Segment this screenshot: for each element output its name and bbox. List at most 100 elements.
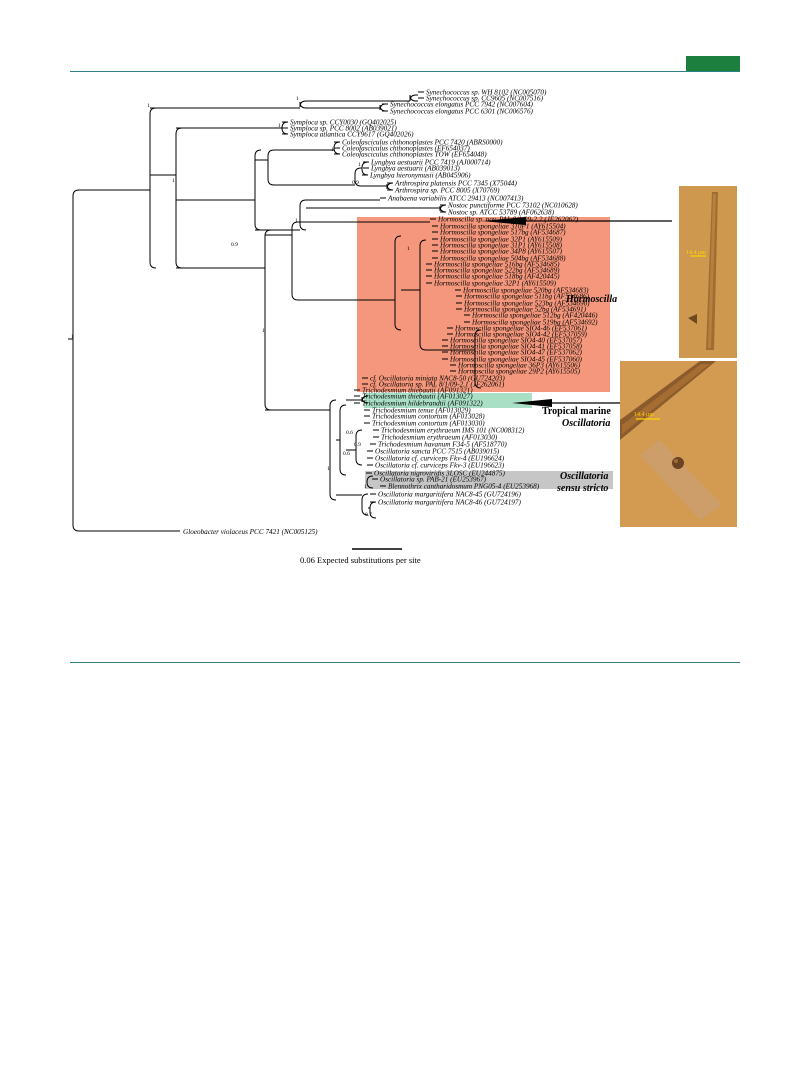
clade-connector xyxy=(361,161,369,176)
taxon-label: Trichodesmium thiebautii (AF013027) xyxy=(362,393,473,401)
oscillatoria-scale-label: 14.4 μm xyxy=(634,412,654,418)
taxon-label: Hormoscilla spongeliae 504bg (AF534688) xyxy=(439,255,566,263)
taxon-label: Trichodesmium hildebrandtii (AF091322) xyxy=(362,400,483,408)
taxon-label: Lyngbya aestuarii PCC 7419 (AJ000714) xyxy=(370,159,491,167)
taxon-label: cf. Oscillatoria sp. PAL 8/1/09-2.1 (JF2… xyxy=(370,381,505,389)
taxon-label: Trichodesmium erythraeum (AF013030) xyxy=(381,434,498,442)
support-value: 0.7 xyxy=(365,512,372,518)
taxon-label: Hormoscilla spongeliae 36P3 (AY615506) xyxy=(457,362,581,370)
support-value: 1 xyxy=(407,246,410,252)
taxon-label: Synechococcus sp. WH 8102 (NC005070) xyxy=(426,89,547,97)
clade-connector xyxy=(291,221,299,301)
clade-connector xyxy=(355,429,363,466)
support-value: 1 xyxy=(358,162,361,168)
oscillatoria-micrograph: 14.4 μm xyxy=(620,361,737,527)
tropical-clade-label-line1: Tropical marine xyxy=(542,406,611,417)
support-value: 1 xyxy=(295,218,298,224)
taxon-label: Nostoc punctiforme PCC 73102 (NC010628) xyxy=(447,202,578,210)
hormoscilla-arrow xyxy=(482,217,672,225)
taxon-label: Hormoscilla spongeliae 518bg (AF420445) xyxy=(433,273,560,281)
taxon-label: Synechococcus elongatus PCC 6301 (NC0065… xyxy=(390,108,534,116)
taxon-label: Hormoscilla spongeliae 32P1 (AY615509) xyxy=(439,236,563,244)
taxon-label: Coleofasciculus chthonoplastes TOW (EF65… xyxy=(342,151,487,159)
taxon-label: Oscillatoria cf. curviceps Fkv-3 (EU1966… xyxy=(375,462,505,470)
taxon-label: Hormoscilla spongeliae SIO4-41 (EF537058… xyxy=(449,343,583,351)
syn-connector xyxy=(299,100,307,109)
support-value: 0.9 xyxy=(231,242,238,248)
taxon-label: Trichodesmium erythraeum IMS 101 (NC0083… xyxy=(381,427,525,435)
clade-connector xyxy=(339,404,347,476)
taxon-label: Trichodesmium thiebautii (AF091321) xyxy=(362,387,473,395)
hormoscilla-micrograph: 14.4 μm xyxy=(679,186,737,358)
taxon-label: Oscillatoria nigroviridis 3LOSC (EU24487… xyxy=(374,470,506,478)
taxon-label: Hormoscilla spongeliae 517bg (AF534687) xyxy=(439,229,566,237)
clade-connector xyxy=(394,235,402,331)
sensu-stricto-clade-box xyxy=(365,471,613,489)
hormoscilla-clade-label: Hormoscilla xyxy=(565,294,617,305)
clade-connector xyxy=(361,493,369,516)
taxon-label: Symploca sp. PCC 8002 (AB039021) xyxy=(290,125,397,133)
clade-connector xyxy=(409,94,417,102)
taxon-label: Hormoscilla spongeliae SIO4-46 (EF537061… xyxy=(454,325,588,333)
clade-connector xyxy=(369,501,377,519)
taxon-label: Hormoscilla spongeliae 523bg (AF534690) xyxy=(463,300,590,308)
support-value: 1 xyxy=(331,147,334,153)
taxon-label: cf. Oscillatoria miniata NAC8-50 (GU7242… xyxy=(370,375,505,383)
support-value: 1 xyxy=(71,334,74,340)
support-value: 0.6 xyxy=(346,430,353,436)
clade-connector xyxy=(264,229,272,411)
taxon-label: Hormoscilla spongeliae SIO4-47 (EF537062… xyxy=(449,349,583,357)
support-value: 1 xyxy=(278,123,281,129)
taxon-label: Trichodesmium contortum (AF013030) xyxy=(372,420,485,428)
taxon-label: Oscillatoria margaritifera NAC8-45 (GU72… xyxy=(378,491,521,499)
clade-connector xyxy=(474,329,482,389)
oscillatoria-arrow xyxy=(512,399,620,407)
support-value: 0.6 xyxy=(343,451,350,457)
taxon-label: Oscillatoria sancta PCC 7515 (AB039015) xyxy=(375,448,500,456)
clade-connector xyxy=(354,167,362,187)
taxon-label: Lyngbya aestuarii (AB039013) xyxy=(370,165,460,173)
support-value: 1 xyxy=(172,178,175,184)
taxon-label: Hormoscilla spongeliae 520bg (AF534683) xyxy=(462,287,589,295)
taxon-label: Trichodesmium havanum F34-5 (AF518770) xyxy=(378,441,507,449)
clade-connector xyxy=(333,141,341,155)
taxon-label: Hormoscilla sp. nov. PAL 8/1/09-2.2 (JF2… xyxy=(437,216,579,224)
taxon-label: Hormoscilla spongeliae 29P2 (AY615505) xyxy=(457,368,581,376)
taxon-label: Hormoscilla spongeliae 310P1 (AY615504) xyxy=(439,223,566,231)
big-connector xyxy=(175,127,183,269)
clade-connector xyxy=(329,399,337,501)
taxon-label: Hormoscilla spongeliae SIO4-45 (EF537060… xyxy=(449,356,583,364)
taxon-label: Hormoscilla spongeliae 34P8 (AY615507) xyxy=(439,248,563,256)
taxon-label: Coleofasciculus chthonoplastes PCC 7420 … xyxy=(342,139,503,147)
clade-connector xyxy=(366,475,374,489)
support-value: 1 xyxy=(147,103,150,109)
hormoscilla-clade-box xyxy=(357,217,610,392)
taxon-label: Lyngbya hieronymusii (AB045906) xyxy=(369,172,471,180)
root-connector xyxy=(72,189,80,532)
taxon-label: Hormoscilla spongeliae 31P1 (AY615508) xyxy=(439,242,563,250)
footer-rule xyxy=(70,662,740,663)
clade-connector xyxy=(386,182,394,191)
taxon-label: Hormoscilla spongeliae 512bg (AF420446) xyxy=(471,312,598,320)
taxon-label: Trichodesmium contortum (AF013028) xyxy=(372,413,485,421)
taxon-label: Trichodesmium tenue (AF013029) xyxy=(372,407,471,415)
clade-connector xyxy=(267,149,275,186)
taxon-label: Hormoscilla spongeliae 32P1 (AY615509) xyxy=(433,280,557,288)
taxon-label: Hormoscilla spongeliae 52bg (AF534691) xyxy=(463,306,587,314)
taxon-label: Symploca sp. CCY0030 (GQ402025) xyxy=(290,119,397,127)
clade-connector xyxy=(254,149,262,231)
taxon-label: Oscillatoria cf. curviceps Fkv-4 (EU1966… xyxy=(375,455,505,463)
taxon-label: Nostoc sp. ATCC 53789 (AF062638) xyxy=(447,209,555,217)
taxon-label: Anabaena variabilis ATCC 29413 (NC007413… xyxy=(387,195,524,203)
tropical-clade-label-line2: Oscillatoria xyxy=(562,418,610,429)
scale-bar-label: 0.06 Expected substitutions per site xyxy=(300,555,421,565)
clade-connector xyxy=(281,121,289,135)
support-value: 1 xyxy=(364,484,367,490)
taxon-labels: Synechococcus sp. WH 8102 (NC005070) Syne… xyxy=(183,89,598,537)
taxon-label: Hormoscilla spongeliae 511bg (AF534686) xyxy=(463,293,590,301)
tropical-clade-box xyxy=(364,393,532,408)
taxon-label: Blennothrix cantharidosmum PNG05-4 (EU25… xyxy=(388,483,540,491)
